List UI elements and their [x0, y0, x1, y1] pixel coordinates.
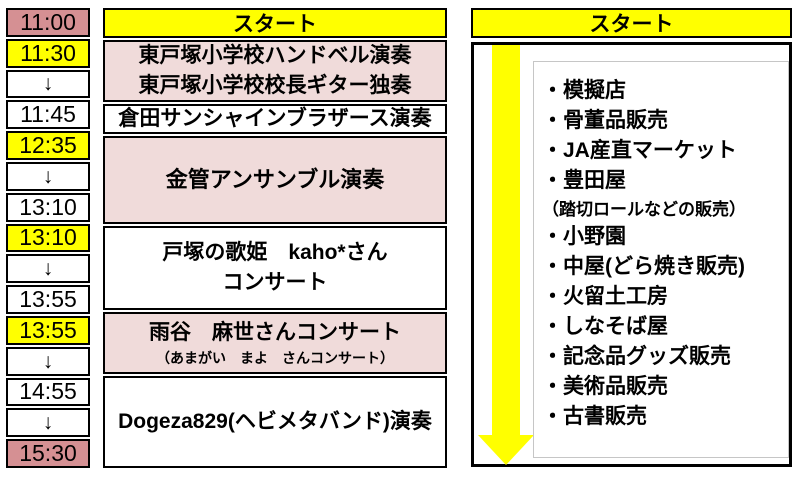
event-title: コンサート	[222, 271, 328, 294]
vendor-list-item: ・記念品グッズ販売	[542, 345, 731, 368]
event-title: 金管アンサンブル演奏	[165, 167, 385, 192]
down-arrow-icon: ↓	[42, 257, 54, 281]
down-arrow-icon: ↓	[42, 411, 54, 435]
time-column: 11:00 11:30 ↓ 11:45 12:35 ↓ 13:10 13:10 …	[6, 8, 90, 468]
time-cell: 11:30	[6, 38, 90, 68]
down-arrow-icon: ↓	[42, 72, 54, 96]
arrow-cell: ↓	[6, 161, 90, 191]
vendor-list-item: ・古書販売	[542, 405, 647, 428]
arrow-cell: ↓	[6, 69, 90, 99]
event-cell: 東戸塚小学校ハンドベル演奏 東戸塚小学校校長ギター独奏	[103, 40, 447, 102]
event-title: Dogeza829(ヘビメタバンド)演奏	[118, 410, 432, 433]
vendor-panel-header: スタート	[471, 8, 792, 38]
event-cell: 倉田サンシャインブラザース演奏	[103, 104, 447, 134]
vendor-list-item: ・模擬店	[542, 79, 626, 102]
time-cell: 12:35	[6, 131, 90, 160]
event-title: 戸塚の歌姫 kaho*さん	[162, 241, 388, 264]
event-title: 東戸塚小学校校長ギター独奏	[138, 74, 412, 97]
down-arrow-icon	[492, 45, 520, 435]
arrow-cell: ↓	[6, 408, 90, 438]
time-cell: 13:10	[6, 192, 90, 222]
vendor-list-item-note: （踏切ロールなどの販売）	[542, 199, 746, 219]
vendor-panel-body: ・模擬店 ・骨董品販売 ・JA産直マーケット ・豊田屋 （踏切ロールなどの販売）…	[471, 42, 792, 467]
vendor-list-item: ・しなそば屋	[542, 315, 668, 338]
down-arrow-icon	[478, 435, 534, 465]
time-cell: 15:30	[6, 439, 90, 468]
stage-schedule-header: スタート	[103, 8, 447, 38]
event-title: 倉田サンシャインブラザース演奏	[118, 107, 432, 130]
event-title: 東戸塚小学校ハンドベル演奏	[138, 44, 412, 67]
event-cell: 金管アンサンブル演奏	[103, 136, 447, 224]
time-cell: 13:55	[6, 285, 90, 314]
down-arrow-icon: ↓	[42, 164, 54, 188]
time-cell: 11:00	[6, 8, 90, 37]
vendor-list-item: ・美術品販売	[542, 375, 668, 398]
vendor-list-item: ・豊田屋	[542, 169, 626, 192]
time-cell: 11:45	[6, 100, 90, 130]
arrow-cell: ↓	[6, 254, 90, 284]
event-cell: Dogeza829(ヘビメタバンド)演奏	[103, 376, 447, 468]
event-cell: 戸塚の歌姫 kaho*さん コンサート	[103, 226, 447, 310]
event-title: 雨谷 麻世さんコンサート	[149, 321, 401, 344]
vendor-list: ・模擬店 ・骨董品販売 ・JA産直マーケット ・豊田屋 （踏切ロールなどの販売）…	[533, 61, 789, 458]
vendor-list-item: ・骨董品販売	[542, 109, 668, 132]
down-arrow-icon: ↓	[42, 349, 54, 373]
event-subtitle: （あまがい まよ さんコンサート）	[156, 350, 394, 366]
stage-schedule-column: スタート 東戸塚小学校ハンドベル演奏 東戸塚小学校校長ギター独奏 倉田サンシャイ…	[103, 8, 447, 468]
vendor-list-item: ・JA産直マーケット	[542, 139, 737, 162]
vendor-list-item: ・中屋(どら焼き販売)	[542, 255, 745, 278]
time-cell: 13:10	[6, 223, 90, 253]
time-cell: 14:55	[6, 377, 90, 407]
vendor-list-item: ・小野園	[542, 225, 626, 248]
time-cell: 13:55	[6, 315, 90, 345]
event-cell: 雨谷 麻世さんコンサート （あまがい まよ さんコンサート）	[103, 312, 447, 374]
arrow-cell: ↓	[6, 346, 90, 376]
vendor-list-item: ・火留土工房	[542, 285, 668, 308]
